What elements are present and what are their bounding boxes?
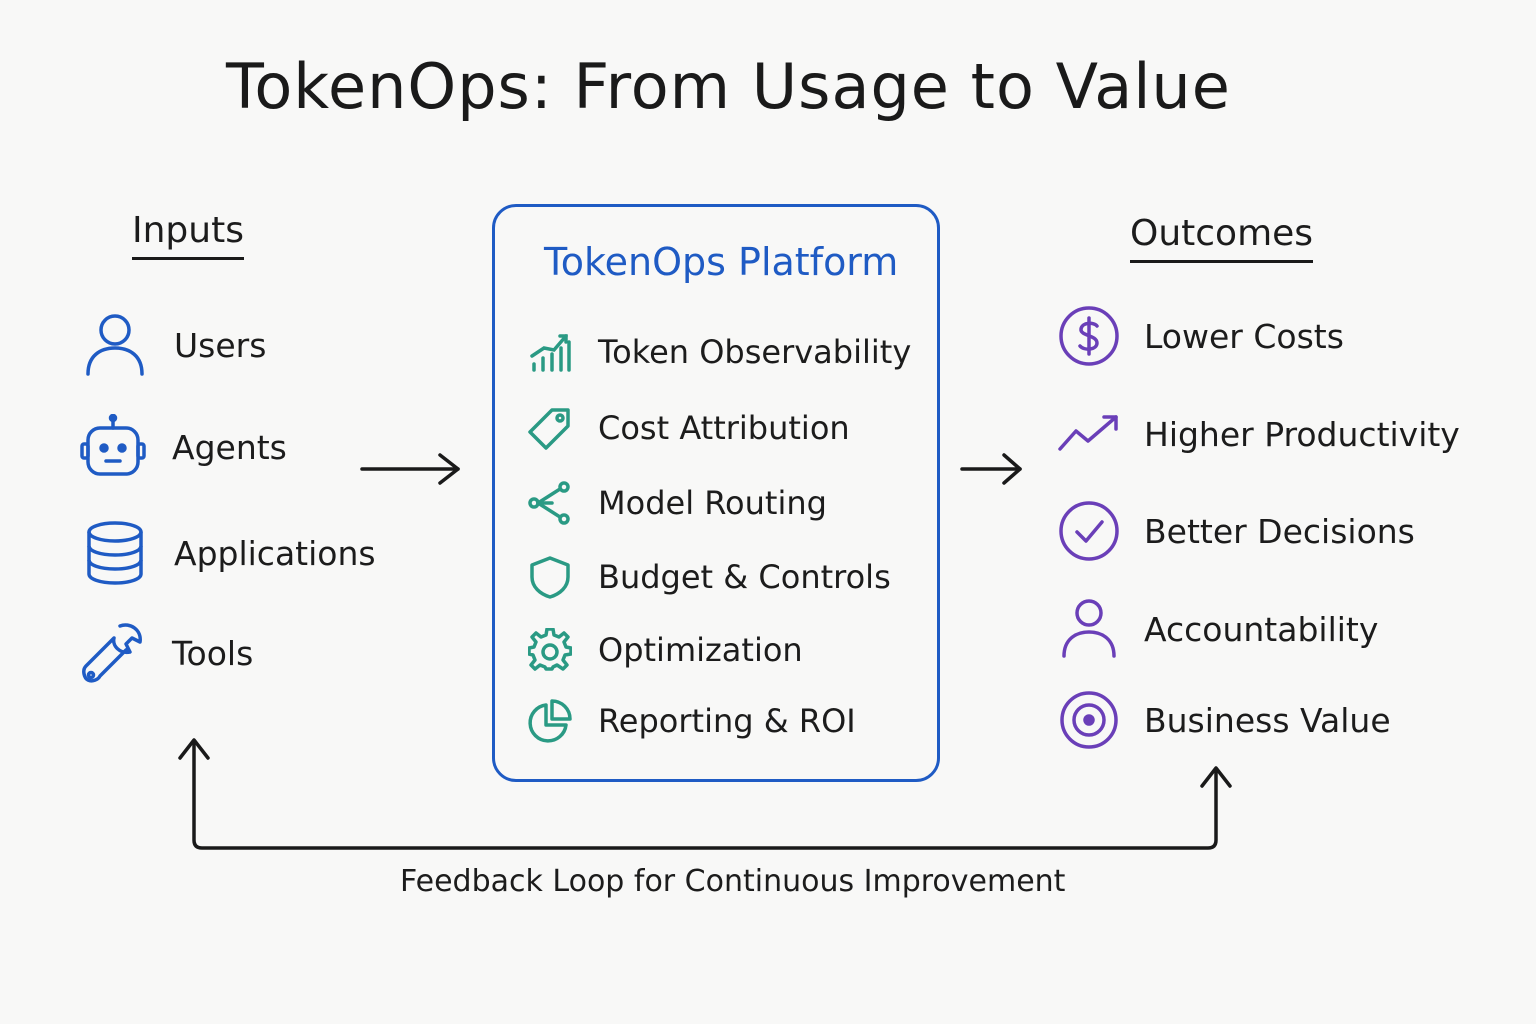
platform-box — [492, 204, 940, 782]
shield-icon — [528, 555, 572, 599]
tag-icon — [528, 406, 572, 450]
outcome-item-accountability: Accountability — [1058, 598, 1378, 660]
outcomes-heading: Outcomes — [1130, 213, 1314, 263]
pie-chart-icon — [528, 699, 572, 743]
routing-icon — [528, 481, 572, 525]
platform-item-model-routing: Model Routing — [528, 481, 827, 525]
feedback-loop-label: Feedback Loop for Continuous Improvement — [400, 864, 1066, 899]
platform-item-budget-controls: Budget & Controls — [528, 555, 891, 599]
outcome-label: Business Value — [1144, 700, 1391, 740]
platform-label: Reporting & ROI — [598, 702, 856, 740]
input-label: Tools — [172, 633, 254, 673]
outcome-item-higher-productivity: Higher Productivity — [1058, 403, 1460, 465]
wrench-icon — [80, 620, 146, 686]
input-item-applications: Applications — [82, 520, 376, 586]
feedback-loop-arrow — [178, 738, 1232, 850]
platform-item-optimization: Optimization — [528, 628, 803, 672]
inputs-heading: Inputs — [132, 210, 244, 260]
input-label: Agents — [172, 427, 287, 467]
platform-label: Budget & Controls — [598, 558, 891, 596]
platform-label: Cost Attribution — [598, 409, 850, 447]
outcome-item-lower-costs: Lower Costs — [1058, 305, 1344, 367]
platform-to-outcomes-arrow — [960, 453, 1022, 485]
user-icon — [82, 312, 148, 378]
platform-label: Token Observability — [598, 333, 912, 371]
outcome-item-better-decisions: Better Decisions — [1058, 500, 1415, 562]
input-label: Applications — [174, 533, 376, 573]
input-label: Users — [174, 325, 267, 365]
outcome-label: Higher Productivity — [1144, 414, 1460, 454]
check-circle-icon — [1058, 500, 1120, 562]
outcome-label: Lower Costs — [1144, 316, 1344, 356]
platform-item-reporting-roi: Reporting & ROI — [528, 699, 856, 743]
page-title: TokenOps: From Usage to Value — [226, 50, 1231, 123]
platform-heading: TokenOps Platform — [544, 240, 899, 284]
platform-label: Optimization — [598, 631, 803, 669]
trend-up-icon — [1058, 403, 1120, 465]
platform-item-observability: Token Observability — [528, 330, 911, 374]
platform-label: Model Routing — [598, 484, 827, 522]
robot-icon — [80, 414, 146, 480]
database-icon — [82, 520, 148, 586]
platform-item-cost-attribution: Cost Attribution — [528, 406, 850, 450]
inputs-to-platform-arrow — [360, 453, 460, 485]
target-icon — [1058, 689, 1120, 751]
dollar-icon — [1058, 305, 1120, 367]
gear-icon — [528, 628, 572, 672]
bar-chart-icon — [528, 330, 572, 374]
outcome-label: Accountability — [1144, 609, 1379, 649]
input-item-users: Users — [82, 312, 266, 378]
outcome-label: Better Decisions — [1144, 511, 1415, 551]
input-item-agents: Agents — [80, 414, 287, 480]
outcome-item-business-value: Business Value — [1058, 689, 1391, 751]
person-icon — [1058, 598, 1120, 660]
input-item-tools: Tools — [80, 620, 253, 686]
